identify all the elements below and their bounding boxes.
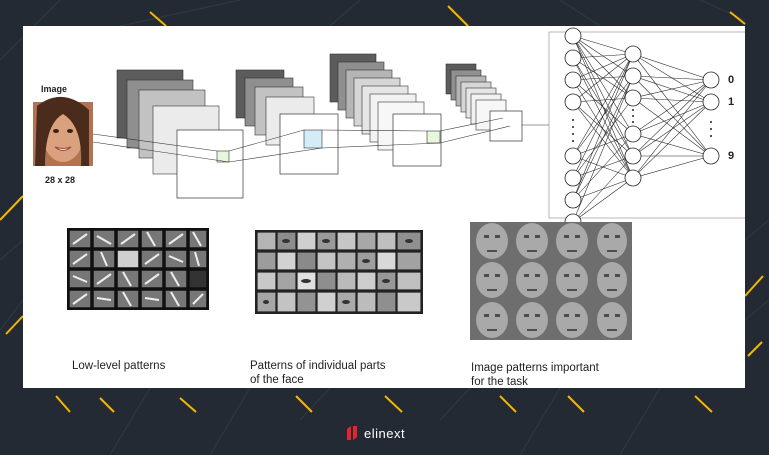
stack-connections (92, 117, 551, 163)
output-label-9: 9 (728, 150, 735, 162)
output-label-1: 1 (728, 96, 735, 108)
feature-map-stack-4 (445, 63, 523, 142)
input-face-image (33, 96, 93, 166)
brand-mark-icon (347, 426, 357, 440)
feature-map-stack-2 (235, 69, 339, 175)
caption-low-level: Low-level patterns (72, 360, 166, 372)
fully-connected-network (548, 27, 745, 231)
cnn-diagram-panel: Image 28 x 28 0 1 9 Low-level patterns P… (23, 26, 745, 388)
caption-important-line2: for the task (471, 376, 528, 388)
caption-parts-line1: Patterns of individual parts (250, 360, 386, 372)
feature-map-stack-1 (116, 69, 244, 199)
output-label-0: 0 (728, 74, 735, 86)
task-pattern-faces-grid (470, 222, 632, 340)
brand-logo: elinext (346, 425, 405, 441)
input-size-label: 28 x 28 (45, 175, 76, 185)
low-level-filters-grid (67, 228, 209, 310)
feature-map-stack-3 (329, 53, 442, 167)
input-image-label: Image (41, 84, 68, 94)
caption-parts-line2: of the face (250, 374, 304, 386)
caption-important-line1: Image patterns important (471, 362, 599, 374)
brand-name: elinext (364, 425, 406, 441)
cnn-diagram (33, 27, 745, 340)
face-part-filters-grid (255, 230, 423, 314)
